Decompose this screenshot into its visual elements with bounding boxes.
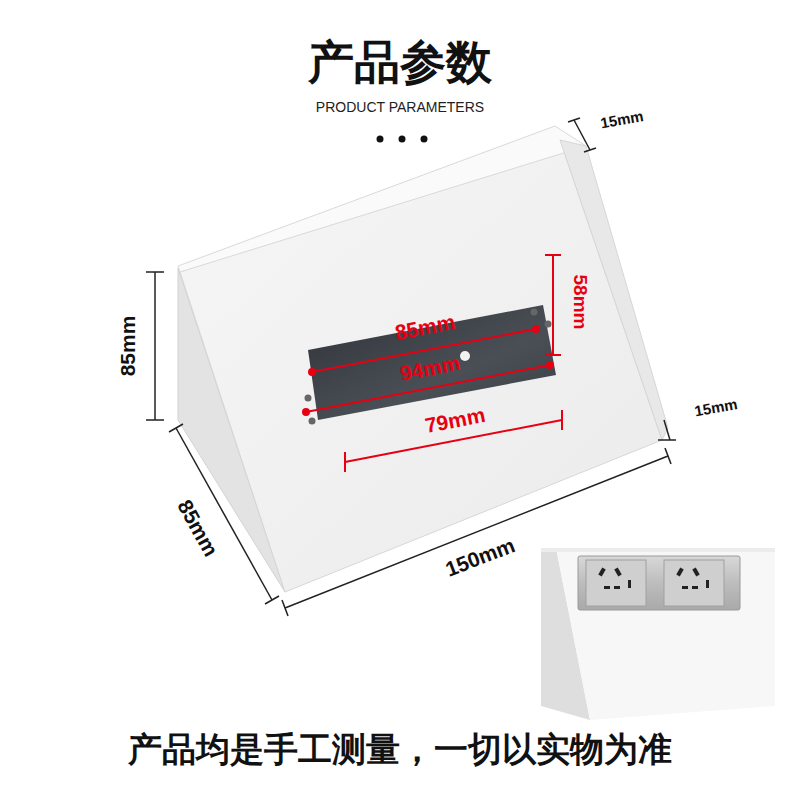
dimension-label: 85mm [116,316,139,377]
dimension-label: 15mm [693,396,739,420]
page-caption: 产品均是手工测量，一切以实物为准 [128,731,672,768]
page-title: 产品参数 [308,37,492,88]
subtitle: PRODUCT PARAMETERS [316,100,484,115]
dimension-label: 58mm [570,275,591,330]
dimension-label: 85mm [173,496,223,560]
dimension-label: 15mm [599,108,645,132]
